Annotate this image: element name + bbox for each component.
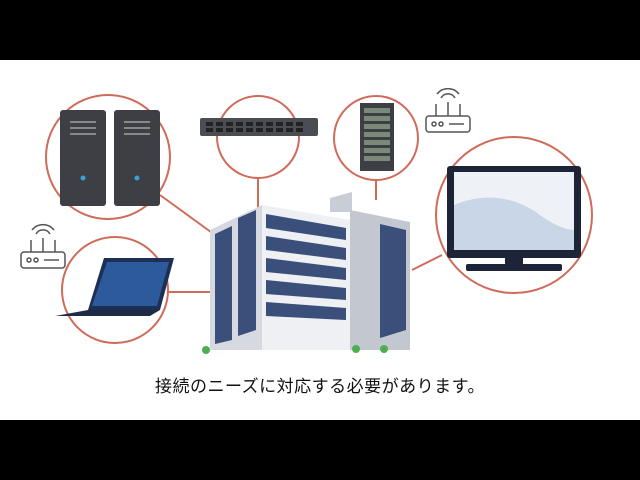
connection-lines: [159, 177, 443, 293]
monitor-icon: [447, 166, 581, 271]
wifi-router-icon: [20, 223, 66, 269]
subtitle-caption: 接続のニーズに対応する必要があります。: [155, 377, 485, 397]
network-switch-icon: [200, 118, 318, 136]
switch-circle: [216, 95, 300, 179]
wifi-router-icon: [425, 87, 471, 133]
letterbox-bottom: [0, 420, 640, 480]
office-building-icon: [202, 192, 410, 354]
laptop-icon: [55, 258, 174, 316]
letterbox-top: [0, 0, 640, 60]
server-icon: [60, 110, 160, 206]
server-rack-icon: [360, 103, 394, 171]
